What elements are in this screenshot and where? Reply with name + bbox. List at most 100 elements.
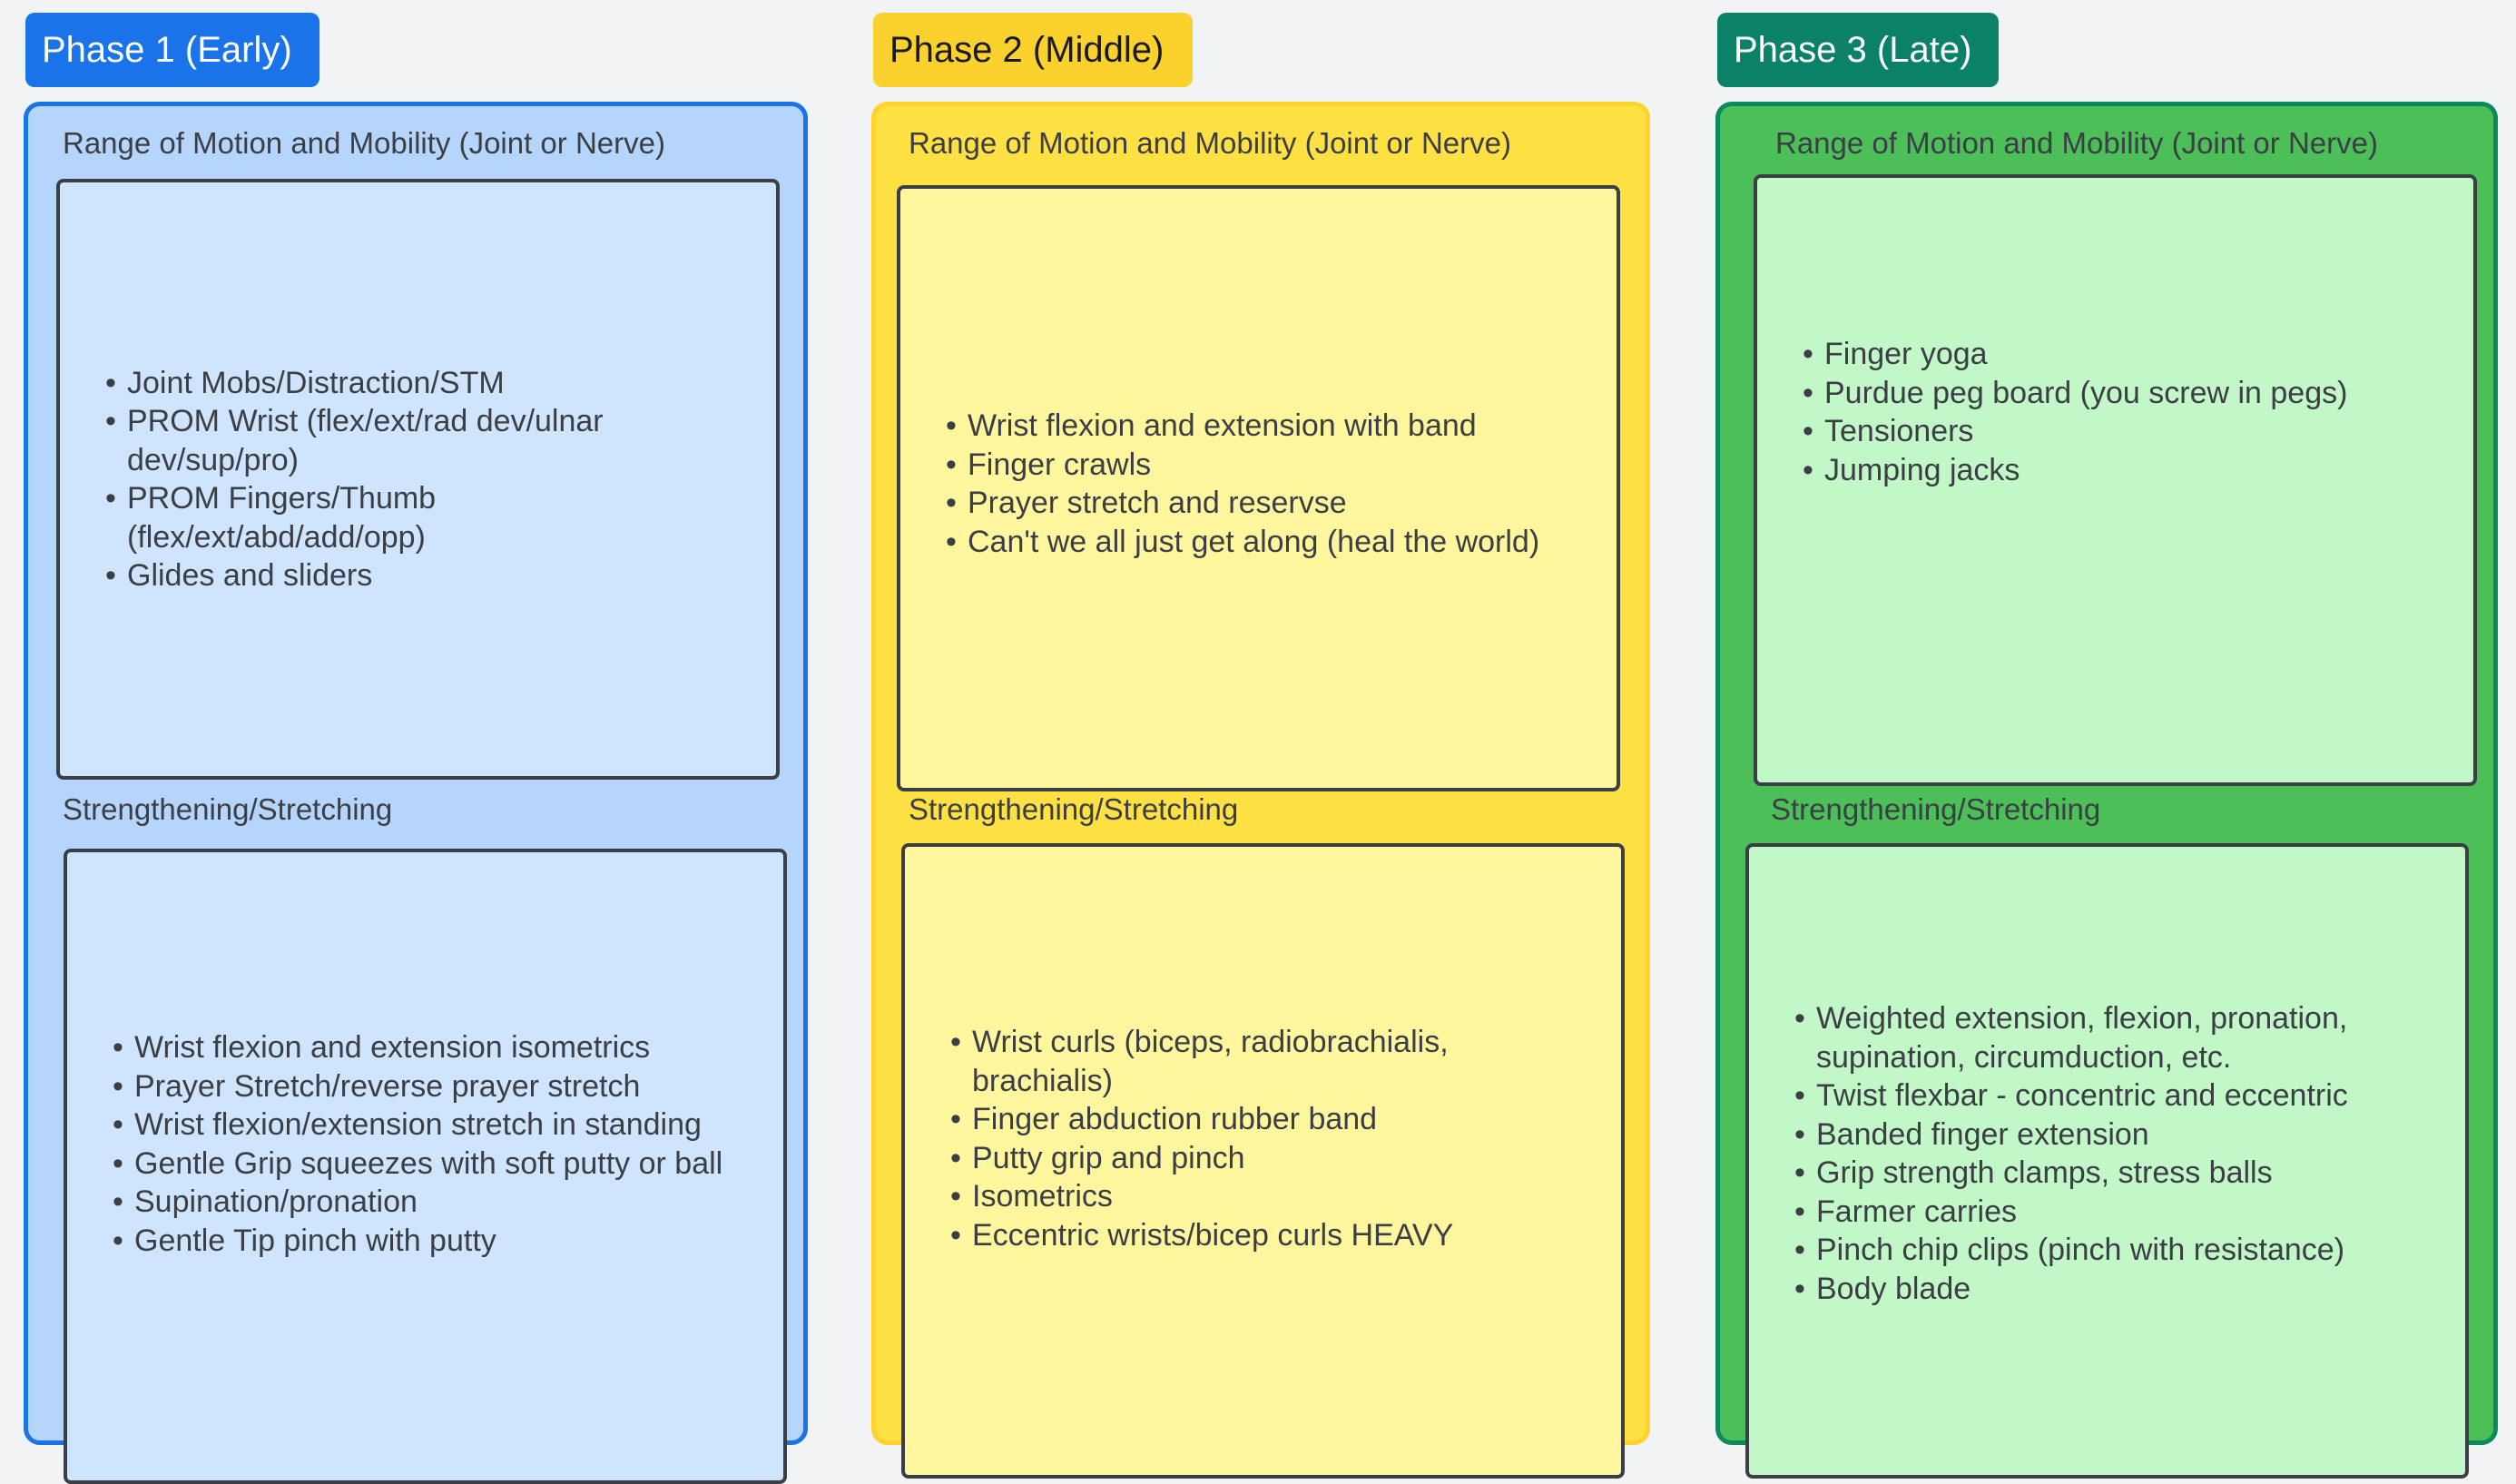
list-item: • Grip strength clamps, stress balls: [1794, 1154, 2375, 1193]
list-item: •Putty grip and pinch: [950, 1139, 1513, 1178]
bullet-icon: •: [1794, 1116, 1805, 1152]
bullet-icon: •: [113, 1223, 123, 1258]
bullet-icon: •: [1794, 1271, 1805, 1306]
bullet-icon: •: [950, 1025, 961, 1059]
list-item-text: Can't we all just get along (heal the wo…: [968, 524, 1540, 559]
phase-1-column[interactable]: Range of Motion and Mobility (Joint or N…: [24, 102, 808, 1484]
list-item-text: Gentle Grip squeezes with soft putty or …: [134, 1145, 723, 1181]
list-item-text: Joint Mobs/Distraction/STM: [127, 365, 505, 400]
rom-section-label: Range of Motion and Mobility (Joint or N…: [909, 126, 1511, 160]
rom-list: • Joint Mobs/Distraction/STM • PROM Wrist (…: [105, 364, 722, 595]
list-item-text: Pinch chip clips (pinch with resistance): [1816, 1233, 2345, 1267]
list-item: • Banded finger extension: [1794, 1115, 2375, 1155]
list-item-text: Glides and sliders: [127, 558, 373, 593]
bullet-icon: •: [1803, 452, 1813, 487]
bullet-icon: •: [1794, 1233, 1805, 1267]
list-item: • Finger crawls: [946, 446, 1608, 485]
bullet-icon: •: [950, 1217, 961, 1253]
list-item-text: Eccentric wrists/bicep curls HEAVY: [972, 1217, 1454, 1253]
list-item-text: Finger abduction rubber band: [972, 1102, 1378, 1136]
list-item-text: Wrist flexion and extension with band: [968, 408, 1477, 443]
strength-section-label: Strengthening/Stretching: [1771, 792, 2101, 826]
list-item-text: Wrist flexion/extension stretch in stand…: [134, 1107, 702, 1142]
bullet-icon: •: [946, 486, 957, 520]
list-item: • Prayer Stretch/reverse prayer stretch: [113, 1067, 783, 1106]
list-item-text: Gentle Tip pinch with putty: [134, 1223, 496, 1258]
strength-section-label: Strengthening/Stretching: [909, 792, 1239, 826]
bullet-icon: •: [113, 1184, 123, 1219]
bullet-icon: •: [113, 1068, 123, 1104]
list-item-text: Supination/pronation: [134, 1184, 418, 1219]
bullet-icon: •: [113, 1030, 123, 1065]
phase-1-title[interactable]: Phase 1 (Early): [25, 13, 319, 87]
bullet-icon: •: [113, 1107, 123, 1142]
bullet-icon: •: [946, 408, 957, 443]
strength-card[interactable]: • Wrist curls (biceps, radiobrachialis, b…: [901, 843, 1625, 1479]
list-item-text: Banded finger extension: [1816, 1116, 2149, 1152]
list-item-text: Prayer Stretch/reverse prayer stretch: [134, 1068, 641, 1104]
list-item-text: Wrist curls (biceps, radiobrachialis, br…: [972, 1025, 1449, 1098]
list-item: • Wrist flexion/extension stretch in stan…: [113, 1106, 783, 1145]
bullet-icon: •: [1794, 1155, 1805, 1190]
phase-2-column[interactable]: Range of Motion and Mobility (Joint or N…: [871, 102, 1650, 1479]
phase-2-title[interactable]: Phase 2 (Middle): [873, 13, 1193, 87]
list-item-text: Purdue peg board (you screw in pegs): [1824, 375, 2348, 410]
list-item-text: Farmer carries: [1816, 1194, 2018, 1229]
phase-3-column[interactable]: Range of Motion and Mobility (Joint or N…: [1715, 102, 2498, 1479]
list-item: •Finger yoga: [1803, 335, 2438, 374]
rom-card[interactable]: • Wrist flexion and extension with band • F…: [897, 185, 1620, 791]
list-item: • Gentle Grip squeezes with soft putty or…: [113, 1145, 783, 1184]
list-item: •PROM Fingers/Thumb (flex/ext/abd/add/op…: [105, 479, 722, 556]
list-item: • Supination/pronation: [113, 1183, 783, 1222]
bullet-icon: •: [950, 1140, 961, 1175]
bullet-icon: •: [1794, 1001, 1805, 1036]
phase-3-title[interactable]: Phase 3 (Late): [1717, 13, 1999, 87]
rom-section-label: Range of Motion and Mobility (Joint or N…: [63, 126, 665, 160]
list-item: • Farmer carries: [1794, 1193, 2375, 1232]
bullet-icon: •: [950, 1179, 961, 1214]
list-item-text: Grip strength clamps, stress balls: [1816, 1155, 2273, 1190]
list-item-text: Jumping jacks: [1824, 452, 2020, 487]
strength-section-label: Strengthening/Stretching: [63, 792, 393, 826]
list-item: • Body blade: [1794, 1270, 2375, 1309]
list-item: • Gentle Tip pinch with putty: [113, 1222, 783, 1261]
rom-card[interactable]: •Finger yoga•Purdue peg board (you screw…: [1754, 174, 2477, 786]
bullet-icon: •: [1803, 375, 1813, 410]
bullet-icon: •: [946, 447, 957, 482]
bullet-icon: •: [1803, 337, 1813, 371]
bullet-icon: •: [105, 481, 116, 516]
bullet-icon: •: [105, 558, 116, 593]
rom-section-label: Range of Motion and Mobility (Joint or N…: [1775, 126, 2378, 160]
strength-card[interactable]: •Wrist flexion and extension isometrics•…: [64, 849, 787, 1484]
rom-list: • Wrist flexion and extension with band • F…: [946, 407, 1608, 561]
strength-list: •Wrist flexion and extension isometrics•…: [113, 1028, 783, 1260]
list-item: • Eccentric wrists/bicep curls HEAVY: [950, 1216, 1513, 1255]
list-item-text: Body blade: [1816, 1271, 1971, 1306]
list-item: • Jumping jacks: [1803, 451, 2438, 490]
bullet-icon: •: [946, 524, 957, 559]
list-item-text: Wrist flexion and extension isometrics: [134, 1030, 651, 1065]
bullet-icon: •: [950, 1102, 961, 1136]
rom-list: •Finger yoga•Purdue peg board (you screw…: [1803, 335, 2438, 489]
rom-card[interactable]: • Joint Mobs/Distraction/STM • PROM Wrist (…: [56, 179, 780, 780]
list-item: • Purdue peg board (you screw in pegs): [1803, 374, 2438, 413]
bullet-icon: •: [1794, 1194, 1805, 1229]
bullet-icon: •: [105, 365, 116, 400]
list-item: • Pinch chip clips (pinch with resistance…: [1794, 1231, 2375, 1270]
list-item: •Isometrics: [950, 1177, 1513, 1216]
list-item-text: Prayer stretch and reservse: [968, 486, 1347, 520]
bullet-icon: •: [113, 1145, 123, 1181]
list-item: • Finger abduction rubber band: [950, 1100, 1513, 1139]
strength-card[interactable]: • Weighted extension, flexion, pronation,…: [1745, 843, 2469, 1479]
list-item-text: Tensioners: [1824, 414, 1974, 448]
list-item-text: Weighted extension, flexion, pronation, …: [1816, 1001, 2348, 1075]
list-item: • Tensioners: [1803, 412, 2438, 451]
list-item: • Wrist flexion and extension with band: [946, 407, 1608, 446]
list-item-text: Finger crawls: [968, 447, 1152, 482]
list-item-text: Twist flexbar - concentric and eccentric: [1816, 1078, 2348, 1113]
list-item: •Twist flexbar - concentric and eccentri…: [1794, 1076, 2375, 1115]
strength-list: • Wrist curls (biceps, radiobrachialis, b…: [950, 1023, 1513, 1254]
list-item-text: PROM Wrist (flex/ext/rad dev/ulnar dev/s…: [127, 404, 604, 477]
bullet-icon: •: [1803, 414, 1813, 448]
list-item: • Wrist flexion and extension isometrics: [113, 1028, 783, 1067]
